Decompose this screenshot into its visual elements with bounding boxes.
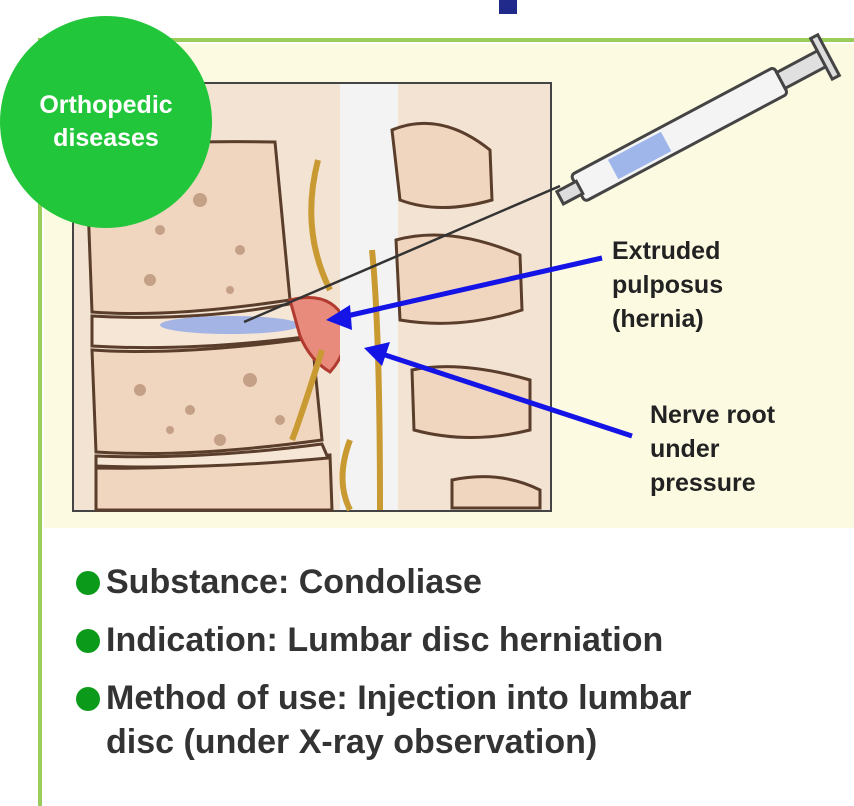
bullet-text-indication: Indication: Lumbar disc herniation [106, 621, 663, 659]
callout-nerve: Nerve root under pressure [650, 398, 775, 500]
bullet-dot-icon [76, 571, 100, 595]
callout-nerve-line-1: Nerve root [650, 398, 775, 432]
badge-line-1: Orthopedic [39, 89, 172, 122]
bullet-item-indication: Indication: Lumbar disc herniation [76, 618, 846, 662]
bullet-text-substance: Substance: Condoliase [106, 563, 482, 601]
bullet-text-method-line-2: disc (under X-ray observation) [106, 720, 846, 764]
callout-nerve-line-2: under [650, 432, 775, 466]
callout-hernia: Extruded pulposus (hernia) [612, 234, 723, 336]
bullet-dot-icon [76, 687, 100, 711]
bullet-item-substance: Substance: Condoliase [76, 560, 846, 604]
bullet-text-method-line-1: Method of use: Injection into lumbar [106, 676, 846, 720]
callout-hernia-line-3: (hernia) [612, 302, 723, 336]
bullet-dot-icon [76, 629, 100, 653]
callout-hernia-line-2: pulposus [612, 268, 723, 302]
bullet-item-method: Method of use: Injection into lumbar dis… [76, 676, 846, 764]
category-badge: Orthopedic diseases [0, 16, 212, 228]
callout-hernia-line-1: Extruded [612, 234, 723, 268]
bullet-list: Substance: Condoliase Indication: Lumbar… [76, 560, 846, 778]
callout-nerve-line-3: pressure [650, 466, 775, 500]
syringe-icon [549, 35, 839, 218]
badge-line-2: diseases [53, 122, 159, 155]
posterior-elements [392, 123, 540, 508]
